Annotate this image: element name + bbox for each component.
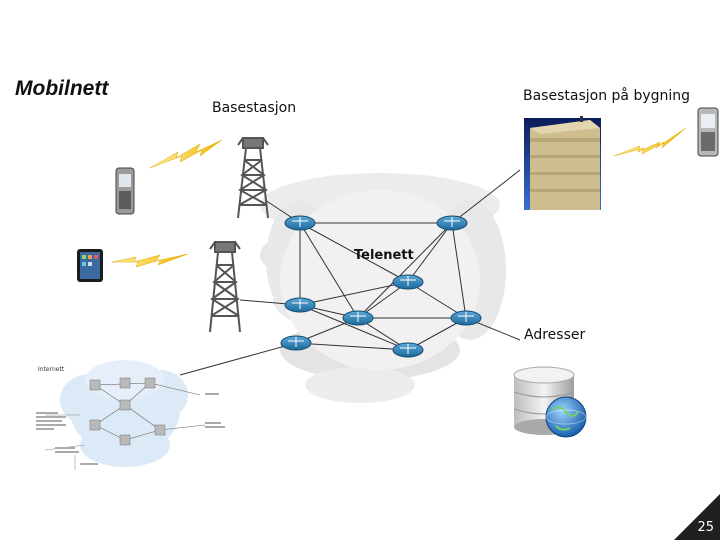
- page-number: 25: [697, 520, 714, 535]
- lightning-signal-icon: [149, 139, 223, 169]
- router-icon: [280, 335, 312, 351]
- slide-title: Mobilnett: [15, 77, 109, 100]
- database-globe-icon: [513, 366, 587, 438]
- mobile-phone-icon: [697, 107, 719, 157]
- tablet-icon: [77, 249, 103, 282]
- telenet-cloud: [260, 173, 506, 403]
- router-icon: [450, 310, 482, 326]
- lightning-signal-icon: [111, 253, 189, 268]
- internet-cloud: [36, 360, 225, 470]
- base-station-label: Basestasjon: [212, 100, 297, 116]
- router-icon: [392, 274, 424, 290]
- router-icon: [284, 215, 316, 231]
- telenet-label: Telenett: [354, 248, 414, 263]
- cell-tower-icon: [237, 137, 269, 219]
- addresses-label: Adresser: [524, 327, 586, 343]
- page-corner: [674, 494, 720, 540]
- building-base-station-label: Basestasjon på bygning: [523, 88, 691, 104]
- mobile-phone-icon: [115, 167, 135, 215]
- router-icon: [342, 310, 374, 326]
- router-icon: [392, 342, 424, 358]
- router-icon: [436, 215, 468, 231]
- lightning-signal-icon: [613, 127, 687, 157]
- cell-tower-icon: [209, 241, 241, 333]
- router-icon: [284, 297, 316, 313]
- internet-label: Internett: [38, 366, 65, 373]
- building-icon: [524, 116, 601, 210]
